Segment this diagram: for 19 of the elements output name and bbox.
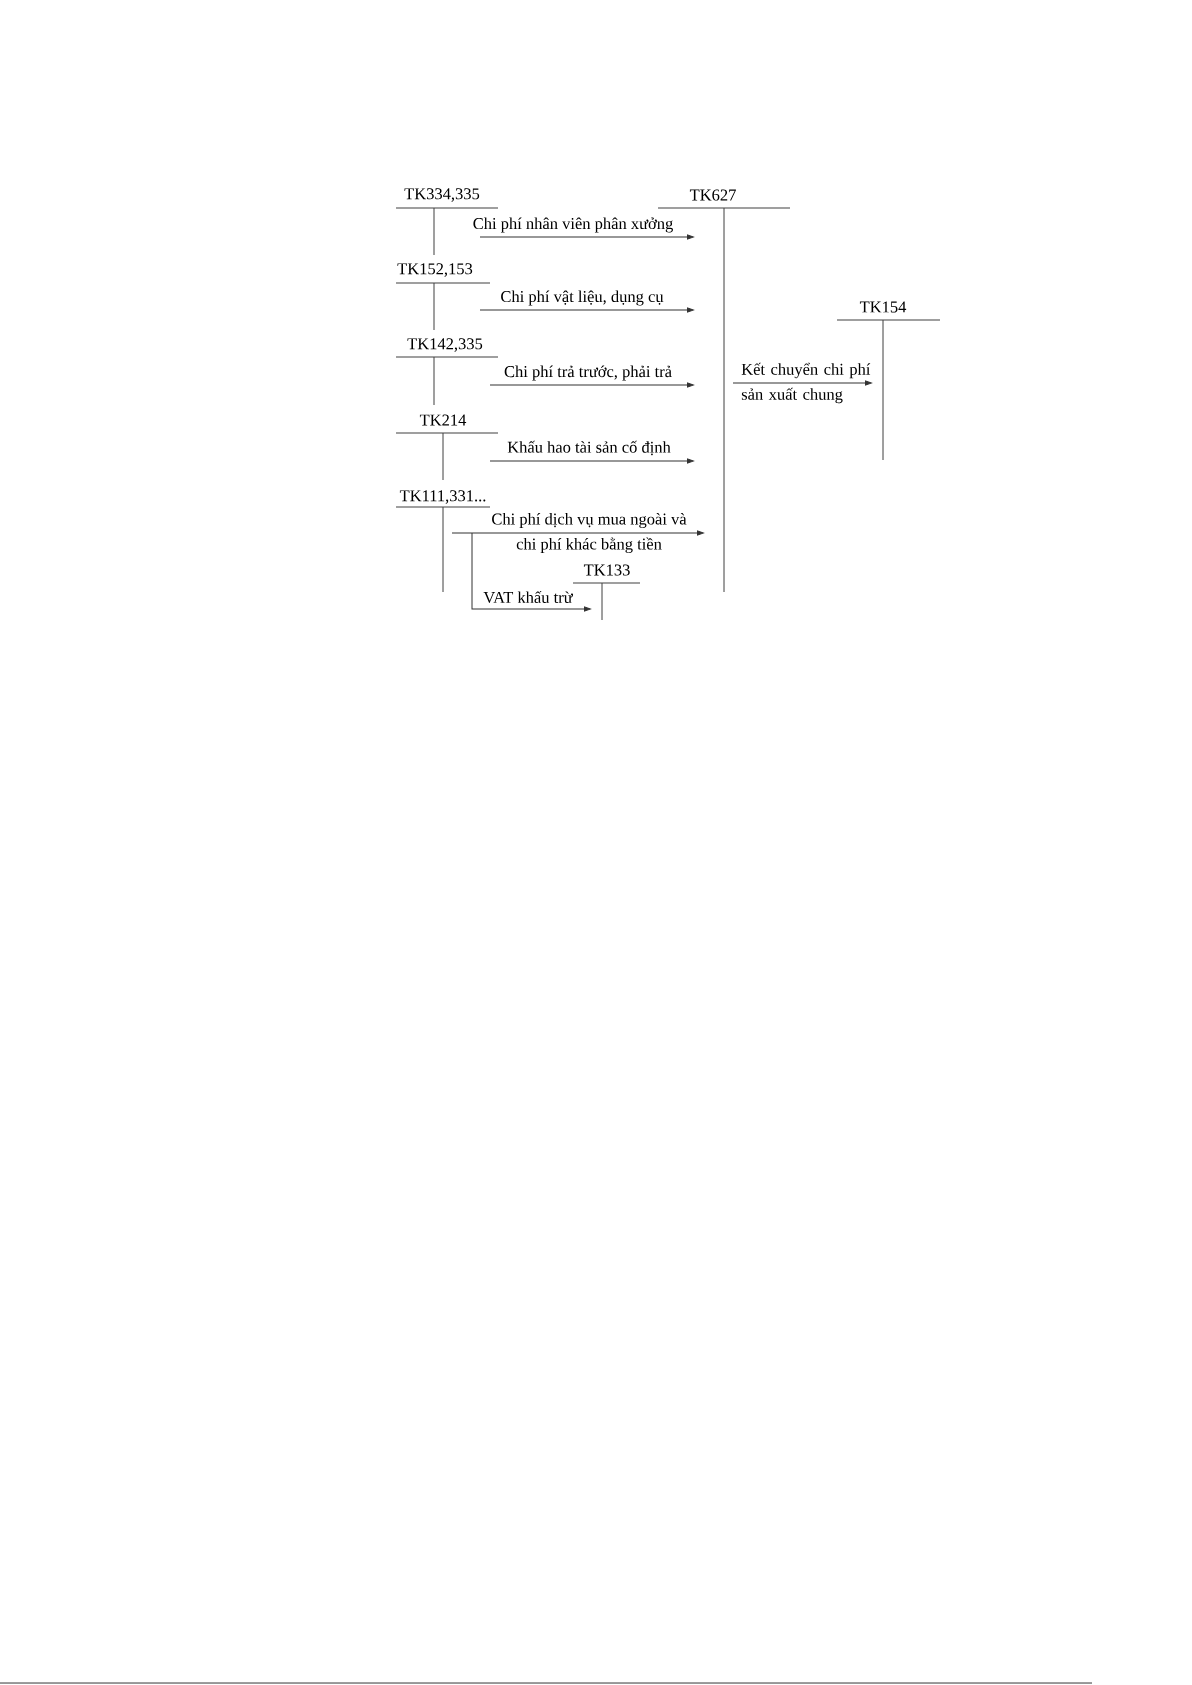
edge-label: Chi phí trả trước, phải trả <box>504 365 672 381</box>
edge-label: Chi phí nhân viên phân xưởng <box>473 217 673 233</box>
arrow <box>479 234 694 240</box>
arrow <box>732 380 872 386</box>
t-account: TK152,153 <box>395 263 491 331</box>
arrow <box>479 307 694 313</box>
arrow <box>489 458 694 464</box>
arrow <box>489 382 694 388</box>
arrow <box>471 532 591 612</box>
edge-label: Chi phí dịch vụ mua ngoài và chi phí khác bằng tiền <box>492 513 687 553</box>
t-account: TK111,331... <box>395 490 491 593</box>
edge-label: Chi phí vật liệu, dụng cụ <box>501 290 664 306</box>
edge-label: VAT khấu trừ <box>483 590 574 604</box>
t-account: TK142,335 <box>395 338 499 406</box>
t-account: TK133 <box>572 564 641 621</box>
t-account: TK214 <box>395 414 499 481</box>
edge-label: Khấu hao tài sản cố định <box>507 440 671 456</box>
edge-label: Kết chuyển chi phí sản xuất chung <box>741 362 871 404</box>
arrow <box>451 530 704 536</box>
